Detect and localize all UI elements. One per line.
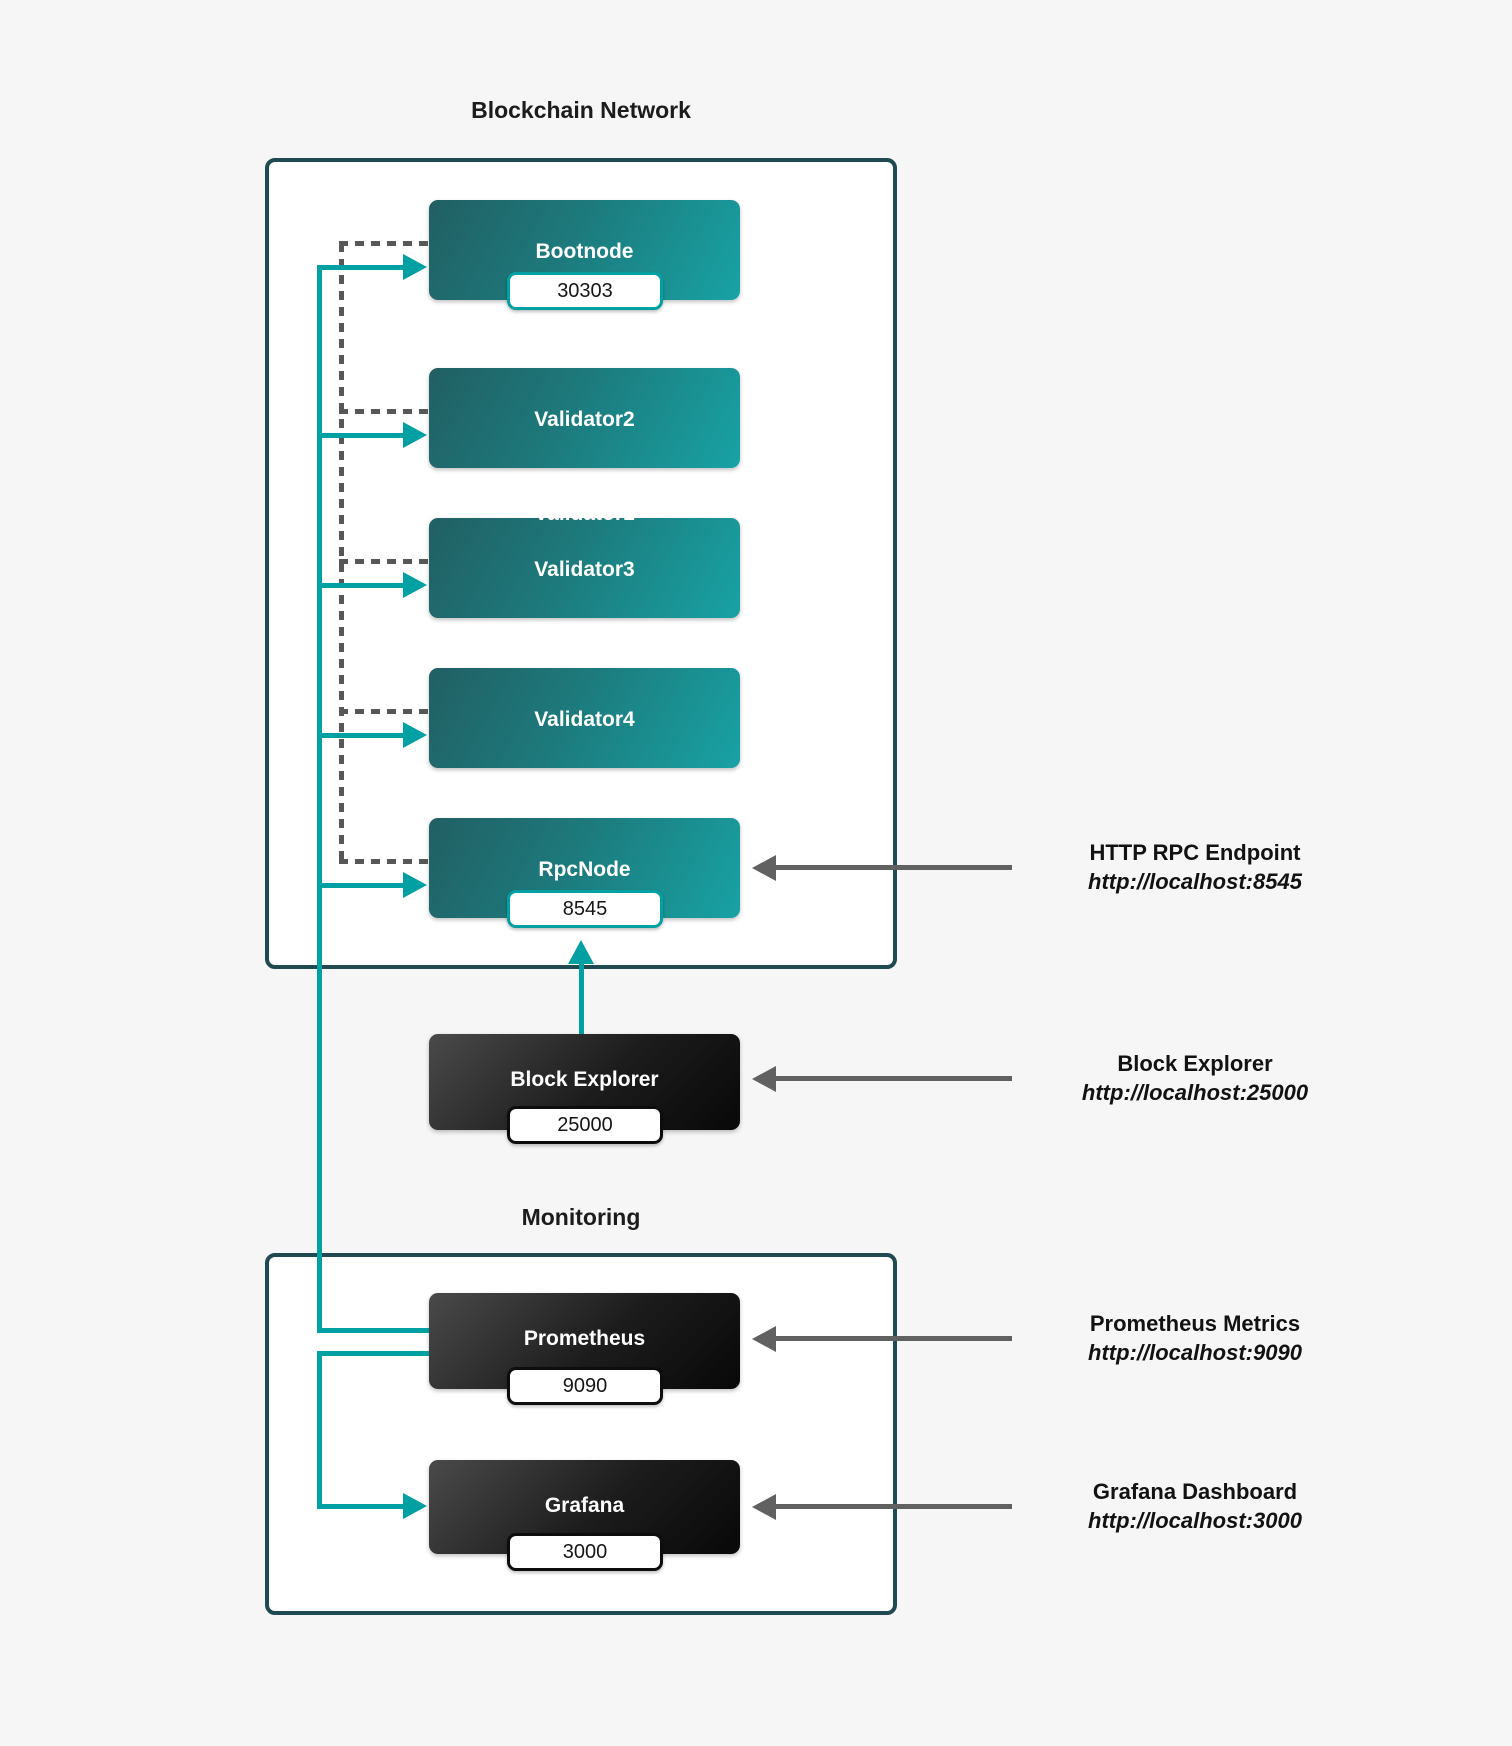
arrowhead-up-rpcnode-icon xyxy=(568,940,594,964)
node-validator4-label: Validator4 xyxy=(534,708,635,731)
node-validator3-label: Validator3 xyxy=(534,558,635,581)
annotation-http-rpc-url: http://localhost:8545 xyxy=(1088,869,1302,894)
arrowhead-validator2-icon xyxy=(403,422,427,448)
annotation-grafana: Grafana Dashboard http://localhost:3000 xyxy=(1020,1477,1370,1535)
teal-branch-validator2 xyxy=(317,433,403,438)
gray-arrowhead-grafana-icon xyxy=(752,1494,776,1520)
node-grafana-label: Grafana xyxy=(544,1494,625,1517)
node-prometheus-port-badge: 9090 xyxy=(507,1367,663,1405)
node-rpcnode-port-badge: 8545 xyxy=(507,890,663,928)
node-block-explorer-port-badge: 25000 xyxy=(507,1106,663,1144)
blockchain-network-title: Blockchain Network xyxy=(471,97,691,123)
teal-line-blockexplorer-rpcnode xyxy=(579,962,584,1034)
teal-branch-validator3 xyxy=(317,583,403,588)
arrowhead-rpcnode-icon xyxy=(403,872,427,898)
node-prometheus-label: Prometheus xyxy=(523,1327,646,1350)
node-bootnode-label: Bootnode xyxy=(535,240,634,263)
arrowhead-bootnode-icon xyxy=(403,254,427,280)
gray-line-grafana xyxy=(776,1504,1012,1509)
annotation-block-explorer-title: Block Explorer xyxy=(1117,1051,1273,1076)
teal-branch-bootnode xyxy=(317,265,403,270)
teal-branch-prometheus xyxy=(317,1328,429,1333)
monitoring-title: Monitoring xyxy=(521,1204,641,1230)
annotation-grafana-title: Grafana Dashboard xyxy=(1092,1479,1298,1504)
node-grafana-port-badge: 3000 xyxy=(507,1533,663,1571)
annotation-prometheus: Prometheus Metrics http://localhost:9090 xyxy=(1020,1309,1370,1367)
node-block-explorer-label: Block Explorer xyxy=(510,1068,659,1091)
dashed-branch-rpcnode xyxy=(339,859,429,864)
annotation-prometheus-url: http://localhost:9090 xyxy=(1088,1340,1302,1365)
node-bootnode-port-badge: 30303 xyxy=(507,272,663,310)
annotation-grafana-url: http://localhost:3000 xyxy=(1088,1508,1302,1533)
node-validator2-label: Validator2 xyxy=(534,408,635,431)
dashed-branch-bootnode xyxy=(339,241,429,246)
node-validator4: Validator4 xyxy=(429,668,740,768)
arrowhead-validator3-icon xyxy=(403,572,427,598)
gray-arrowhead-blockexplorer-icon xyxy=(752,1066,776,1092)
node-validator3: Validator3 xyxy=(429,518,740,618)
annotation-block-explorer-url: http://localhost:25000 xyxy=(1081,1080,1309,1105)
node-rpcnode-label: RpcNode xyxy=(538,858,631,881)
annotation-http-rpc: HTTP RPC Endpoint http://localhost:8545 xyxy=(1020,838,1370,896)
dashed-branch-validator2 xyxy=(339,409,429,414)
annotation-prometheus-title: Prometheus Metrics xyxy=(1089,1311,1301,1336)
teal-branch-validator4 xyxy=(317,733,403,738)
gray-line-rpc xyxy=(776,865,1012,870)
teal-line-prometheus-out xyxy=(317,1351,429,1356)
teal-branch-rpcnode xyxy=(317,883,403,888)
teal-trunk-line xyxy=(317,265,322,1333)
dashed-branch-validator3 xyxy=(339,559,429,564)
annotation-block-explorer: Block Explorer http://localhost:25000 xyxy=(1020,1049,1370,1107)
gray-arrowhead-prometheus-icon xyxy=(752,1326,776,1352)
arrowhead-grafana-icon xyxy=(403,1493,427,1519)
annotation-http-rpc-title: HTTP RPC Endpoint xyxy=(1089,840,1301,865)
dashed-branch-validator4 xyxy=(339,709,429,714)
arrowhead-validator4-icon xyxy=(403,722,427,748)
gray-line-prometheus xyxy=(776,1336,1012,1341)
teal-branch-grafana xyxy=(317,1504,403,1509)
dashed-trunk-line xyxy=(339,243,344,863)
teal-line-down-grafana xyxy=(317,1351,322,1509)
gray-arrowhead-rpc-icon xyxy=(752,855,776,881)
node-validator2: Validator2 xyxy=(429,368,740,468)
gray-line-blockexplorer xyxy=(776,1076,1012,1081)
